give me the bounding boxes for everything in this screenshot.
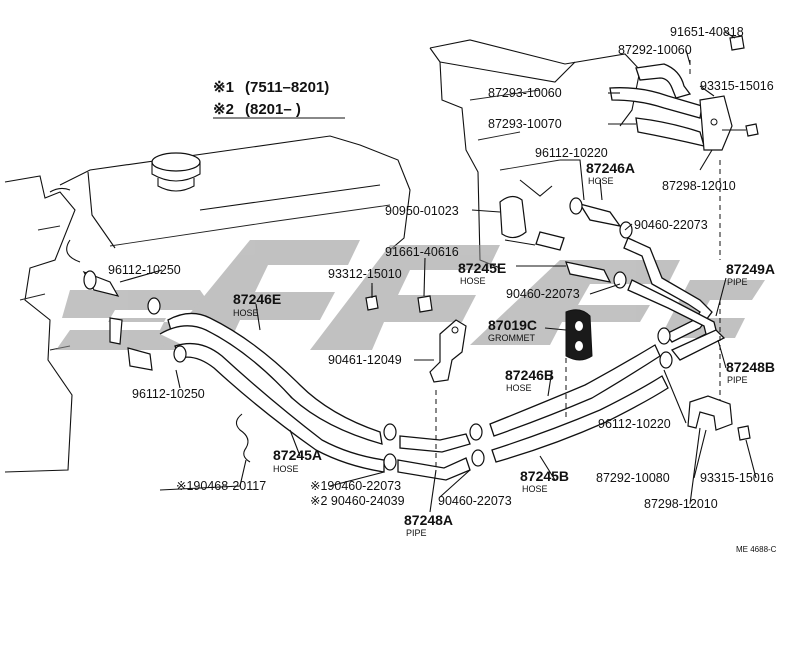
label-87292-10060: 87292-10060 [618,43,692,57]
grommet-87019C [565,309,593,361]
label-87246B: 87246B [505,367,554,383]
label-87246B-sub: HOSE [506,383,532,393]
label-91651-40818: 91651-40818 [670,25,744,39]
label-87249A-sub: PIPE [727,277,748,287]
label-87298-12010-upper: 87298-12010 [662,179,736,193]
label-87248B-sub: PIPE [727,375,748,385]
radiator-tank [59,135,411,263]
pipe-87248B [670,329,726,361]
label-87246A-sub: HOSE [588,176,614,186]
bolt-93315-15016-upper [722,123,759,137]
part-labels: 91651-40818 87292-10060 87293-10060 9331… [108,25,777,554]
bolt-91651-40818 [729,35,745,51]
label-87245E-sub: HOSE [460,276,486,286]
label-87248A: 87248A [404,512,453,528]
label-90460-22073-lower: 90460-22073 [438,494,512,508]
label-93312-15010: 93312-15010 [328,267,402,281]
label-90461-12049: 90461-12049 [328,353,402,367]
label-87246E-sub: HOSE [233,308,259,318]
engine-block-left [4,175,76,473]
hose-87293-10060 [609,63,703,119]
diagram-code: ME 4688-C [736,545,777,554]
fitting-96112-10250-lower [109,317,153,371]
label-90950-01023: 90950-01023 [385,204,459,218]
bracket-87292-10080 [687,395,733,431]
watermark-logo [56,240,765,350]
label-87248A-sub: PIPE [406,528,427,538]
label-87245A-sub: HOSE [273,464,299,474]
leader-lines [119,31,757,513]
label-87292-10080: 87292-10080 [596,471,670,485]
bracket-90461-12049 [429,319,467,383]
legend-row1-range: (7511–8201) [245,79,329,96]
label-190468-20117: ※190468-20117 [176,479,266,493]
label-87245B: 87245B [520,468,569,484]
label-87245B-sub: HOSE [522,484,548,494]
legend-row2-mark: ※2 [213,101,234,118]
bolt-91661-40616 [417,295,433,313]
pipe-87248A [397,433,471,481]
hose-87245E [535,231,612,283]
hose-87293-10070 [635,117,705,147]
label-87246A: 87246A [586,160,635,176]
label-87293-10060: 87293-10060 [488,86,562,100]
model-range-legend: ※1 (7511–8201) ※2 (8201– ) [213,79,345,119]
clamp-left [147,197,673,471]
label-93315-15016-upper: 93315-15016 [700,79,774,93]
label-190460-22073: ※190460-22073 [310,479,401,493]
dashed-guides [435,60,721,470]
label-87298-12010-lower: 87298-12010 [644,497,718,511]
legend-row1-mark: ※1 [213,79,234,96]
label-87249A: 87249A [726,261,775,277]
label-87245A: 87245A [273,447,322,463]
label-96112-10220-upper: 96112-10220 [535,146,608,160]
label-87248B: 87248B [726,359,775,375]
label-90460-22073-mid: 90460-22073 [506,287,580,301]
label-90460-22073-upper: 90460-22073 [634,218,708,232]
wire-clip-190468-20117 [235,413,251,463]
label-290460-24039: ※2 90460-24039 [310,494,405,508]
label-87246E: 87246E [233,291,281,307]
bolt-93315-15016-lower [737,425,751,441]
label-91661-40616: 91661-40616 [385,245,459,259]
label-96112-10250-lower: 96112-10250 [132,387,205,401]
label-87019C: 87019C [488,317,537,333]
fitting-96112-10250-upper [82,270,120,297]
label-96112-10250-upper: 96112-10250 [108,263,181,277]
label-93315-15016-lower: 93315-15016 [700,471,774,485]
label-87293-10070: 87293-10070 [488,117,562,131]
engine-block-right [429,39,641,269]
plug-90950-01023 [499,195,527,239]
label-87019C-sub: GROMMET [488,333,535,343]
label-96112-10220-lower: 96112-10220 [598,417,671,431]
legend-row2-range: (8201– ) [245,101,301,118]
hose-87246A [578,202,622,227]
hose-87246B [489,344,661,437]
bracket-87292-10060 [699,95,733,151]
hose-87245B [491,375,669,463]
label-87245E: 87245E [458,260,506,276]
radiator-cap [151,152,201,192]
